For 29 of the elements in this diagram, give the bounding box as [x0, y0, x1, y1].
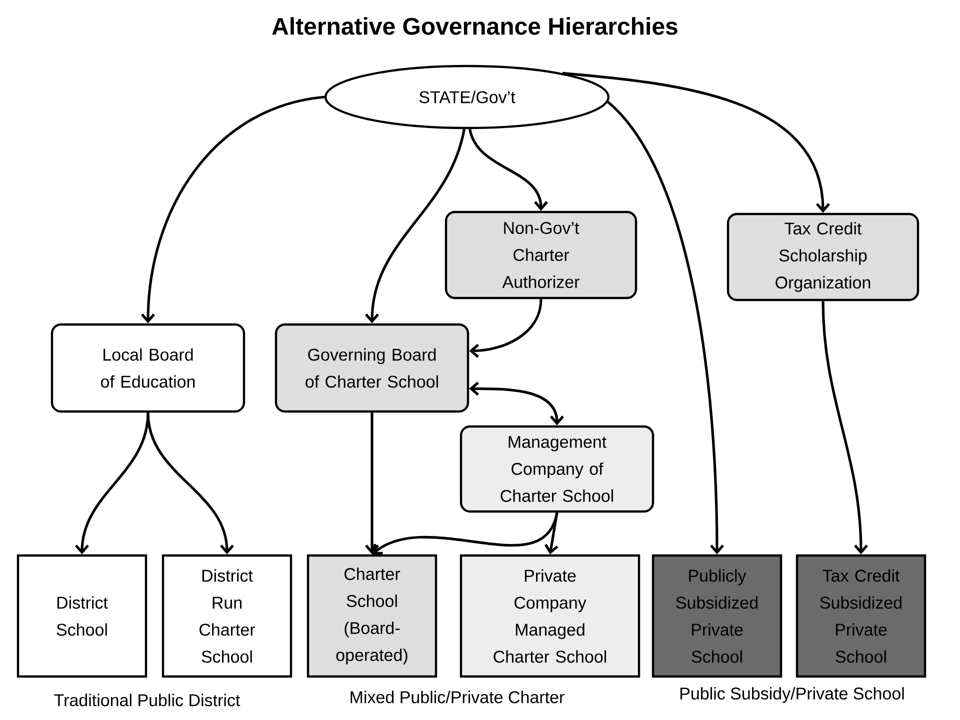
process-box: Governing Board of Charter School: [274, 323, 470, 413]
process-box: Non-Gov’t Charter Authorizer: [444, 210, 638, 300]
arrow: [365, 128, 466, 324]
group-label: Traditional Public District: [54, 694, 240, 706]
school-box: District Run Charter School: [162, 554, 292, 678]
arrow: [468, 128, 548, 211]
process-box: Management Company of Charter School: [460, 425, 654, 513]
arrow: [365, 412, 379, 554]
school-box: Tax Credit Subsidized Private School: [796, 554, 926, 678]
title: Alternative Governance Hierarchies: [272, 17, 678, 35]
school-box: Private Company Managed Charter School: [460, 554, 640, 678]
arrow: [372, 512, 558, 555]
school-box: District School: [16, 554, 148, 678]
arrow: [146, 412, 234, 554]
process-box: Local Board of Education: [50, 323, 246, 413]
arrow: [469, 299, 542, 358]
arrow: [822, 301, 868, 554]
arrow: [562, 72, 830, 213]
arrow: [141, 96, 325, 324]
school-box: Charter School (Board-operated): [306, 554, 438, 678]
arrow: [75, 412, 150, 554]
school-box: Publicly Subsidized Private School: [652, 554, 782, 678]
arrow: [544, 512, 558, 554]
oval-node: STATE/Gov’t: [324, 64, 610, 130]
group-label: Mixed Public/Private Charter: [350, 690, 564, 704]
arrow: [606, 101, 724, 554]
group-label: Public Subsidy/Private School: [680, 687, 904, 703]
arrow: [469, 382, 564, 426]
process-box: Tax Credit Scholarship Organization: [726, 212, 920, 302]
